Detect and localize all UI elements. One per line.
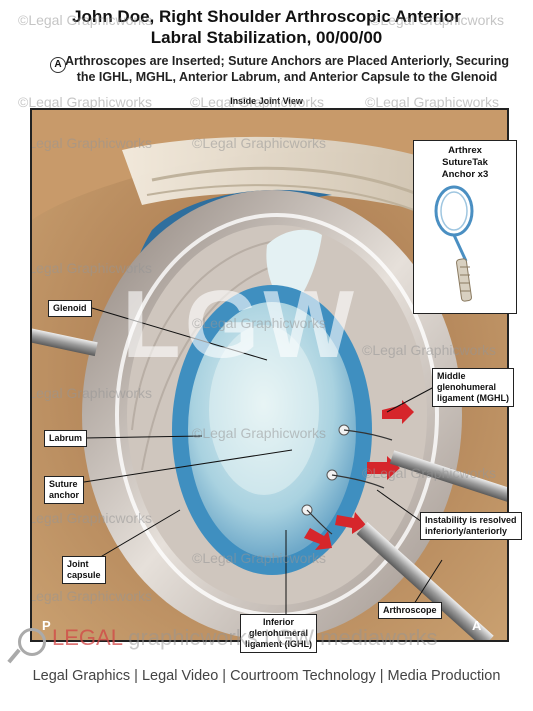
view-label: Inside Joint View <box>230 96 303 106</box>
ighl-label-2: glenohumeral <box>248 628 308 638</box>
mghl-callout: Middle glenohumeral ligament (MGHL) <box>432 368 514 407</box>
suture-anchor-label-2: anchor <box>49 490 80 500</box>
watermark-text: ©Legal Graphicworks <box>30 135 153 151</box>
anterior-label: A <box>472 618 482 633</box>
step-description-line-1: Arthroscopes are Inserted; Suture Anchor… <box>64 54 510 68</box>
glenoid-callout: Glenoid <box>48 300 92 317</box>
arthroscope-left <box>32 326 98 357</box>
arthroscope-right-upper <box>389 450 507 511</box>
arthroscope-label: Arthroscope <box>383 605 437 615</box>
watermark-text: ©Legal Graphicworks <box>362 465 497 481</box>
labrum-label: Labrum <box>49 433 83 443</box>
ighl-label-1: Inferior <box>262 617 294 627</box>
posterior-label: P <box>42 618 51 633</box>
step-description: Arthroscopes are Inserted; Suture Anchor… <box>52 53 522 85</box>
ighl-callout: Inferior glenohumeral ligament (IGHL) <box>240 614 317 653</box>
watermark-text: ©Legal Graphicworks <box>18 94 153 110</box>
arthroscope-callout: Arthroscope <box>378 602 442 619</box>
suture-anchor-group <box>301 424 393 535</box>
watermark-text: ©Legal Graphicworks <box>192 550 327 566</box>
page-title: John Doe, Right Shoulder Arthroscopic An… <box>0 6 533 48</box>
inset-title-line-3: Anchor x3 <box>441 169 489 180</box>
watermark-text: ©Legal Graphicworks <box>18 12 153 28</box>
brand-watermark: LEGAL graphicworks LGW mediaworks <box>52 625 438 651</box>
suture-anchor-label-1: Suture <box>49 479 78 489</box>
lgw-watermark: LGW <box>122 271 358 378</box>
mghl-label-2: glenohumeral <box>437 382 497 392</box>
joint-capsule-callout: Joint capsule <box>62 556 106 584</box>
labrum-callout: Labrum <box>44 430 88 447</box>
watermark-text: ©Legal Graphicworks <box>192 135 327 151</box>
watermark-text: ©Legal Graphicworks <box>30 385 153 401</box>
anchor-inset: Arthrex SutureTak Anchor x3 <box>413 140 517 314</box>
glenoid-label: Glenoid <box>53 303 87 313</box>
suture-anchor-callout: Suture anchor <box>44 476 85 504</box>
footer-services: Legal Graphics | Legal Video | Courtroom… <box>32 668 501 684</box>
instability-callout: Instability is resolved inferiorly/anter… <box>420 512 522 540</box>
illustration-panel: LGW ©Legal Graphicworks ©Legal Graphicwo… <box>30 108 509 642</box>
watermark-text: ©Legal Graphicworks <box>362 342 497 358</box>
shoulder-illustration <box>32 110 507 640</box>
ighl-label-3: ligament (IGHL) <box>245 639 312 649</box>
step-badge: A <box>50 57 66 73</box>
watermark-text: ©Legal Graphicworks <box>192 315 327 331</box>
watermark-text: ©Legal Graphicworks <box>192 425 327 441</box>
watermark-text: ©Legal Graphicworks <box>30 510 153 526</box>
magnifier-handle-icon <box>7 648 21 664</box>
brand-rest: graphicworks LGW mediaworks <box>122 625 438 650</box>
leader-lines <box>83 307 443 618</box>
title-line-2: Labral Stabilization, 00/00/00 <box>150 28 383 47</box>
inset-title-line-2: SutureTak <box>442 157 488 168</box>
mghl-label-3: ligament (MGHL) <box>437 393 509 403</box>
inset-title: Arthrex SutureTak Anchor x3 <box>414 145 516 181</box>
watermark-text: ©Legal Graphicworks <box>190 94 325 110</box>
arthroscope-right-lower <box>356 522 494 640</box>
brand-legal: LEGAL <box>52 625 123 650</box>
title-line-1: John Doe, Right Shoulder Arthroscopic An… <box>72 7 461 26</box>
instability-label-2: inferiorly/anteriorly <box>425 526 508 536</box>
watermark-text: ©Legal Graphicworks <box>370 12 505 28</box>
joint-capsule-label-2: capsule <box>67 570 101 580</box>
watermark-text: ©Legal Graphicworks <box>365 94 500 110</box>
joint-capsule-label-1: Joint <box>67 559 89 569</box>
watermark-text: ©Legal Graphicworks <box>30 588 153 604</box>
magnifier-icon <box>18 628 46 656</box>
inset-title-line-1: Arthrex <box>448 145 482 156</box>
watermark-text: ©Legal Graphicworks <box>30 260 153 276</box>
instability-label-1: Instability is resolved <box>425 515 517 525</box>
suture-anchor-icon <box>434 185 474 302</box>
step-description-line-2: the IGHL, MGHL, Anterior Labrum, and Ant… <box>76 70 498 84</box>
mghl-label-1: Middle <box>437 371 466 381</box>
